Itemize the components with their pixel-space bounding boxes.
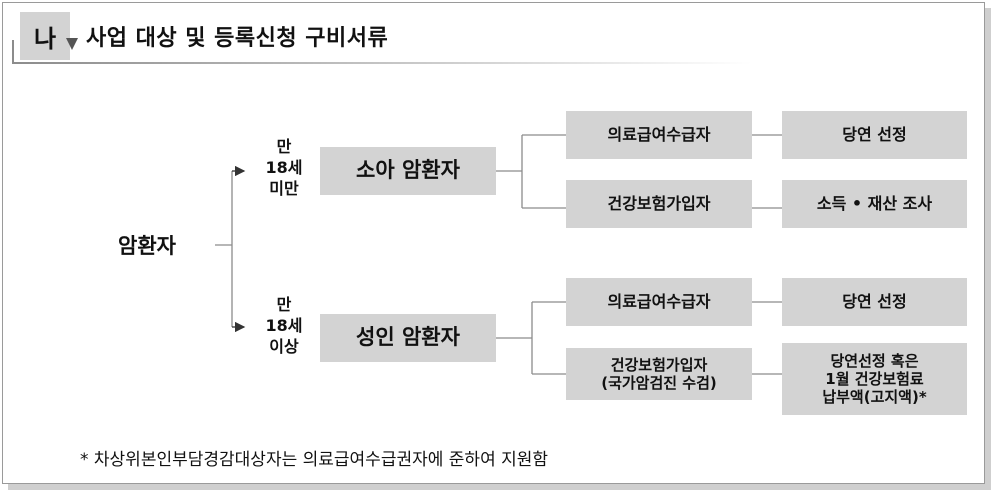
adult-age-label: 만 18세 이상 bbox=[261, 294, 307, 357]
adult-health-insurance-line-1: 건강보험가입자 bbox=[610, 356, 708, 374]
section-title: 사업 대상 및 등록신청 구비서류 bbox=[86, 26, 389, 51]
adult-medical-aid-box: 의료급여수급자 bbox=[566, 278, 752, 326]
adult-result-line-2: 1월 건강보험료 bbox=[825, 370, 924, 388]
adult-medical-aid-result-box: 당연 선정 bbox=[782, 278, 967, 326]
adult-result-line-3: 납부액(고지액)* bbox=[822, 388, 927, 406]
child-age-line-1: 만 bbox=[276, 137, 292, 156]
adult-age-line-3: 이상 bbox=[269, 337, 299, 356]
badge-arrow-icon bbox=[66, 38, 78, 50]
adult-health-insurance-box: 건강보험가입자 (국가암검진 수검) bbox=[566, 348, 752, 400]
title-underline bbox=[12, 62, 752, 64]
adult-health-insurance-line-2: (국가암검진 수검) bbox=[601, 374, 717, 392]
adult-health-insurance-result-box: 당연선정 혹은 1월 건강보험료 납부액(고지액)* bbox=[782, 343, 967, 415]
child-age-label: 만 18세 미만 bbox=[261, 136, 307, 199]
child-health-insurance-box: 건강보험가입자 bbox=[566, 180, 752, 228]
child-medical-aid-result-box: 당연 선정 bbox=[782, 111, 967, 159]
adult-age-line-1: 만 bbox=[276, 295, 292, 314]
adult-age-line-2: 18세 bbox=[265, 316, 303, 335]
child-age-line-3: 미만 bbox=[269, 179, 299, 198]
child-cancer-patient-box: 소아 암환자 bbox=[320, 147, 496, 195]
title-rule-left bbox=[12, 40, 14, 64]
section-badge: 나 bbox=[20, 12, 70, 60]
child-health-insurance-result-box: 소득 • 재산 조사 bbox=[782, 180, 967, 228]
root-node: 암환자 bbox=[118, 234, 176, 258]
child-age-line-2: 18세 bbox=[265, 158, 303, 177]
child-medical-aid-box: 의료급여수급자 bbox=[566, 111, 752, 159]
adult-result-line-1: 당연선정 혹은 bbox=[830, 352, 919, 370]
adult-cancer-patient-box: 성인 암환자 bbox=[320, 314, 496, 362]
footnote: * 차상위본인부담경감대상자는 의료급여수급권자에 준하여 지원함 bbox=[80, 450, 549, 470]
